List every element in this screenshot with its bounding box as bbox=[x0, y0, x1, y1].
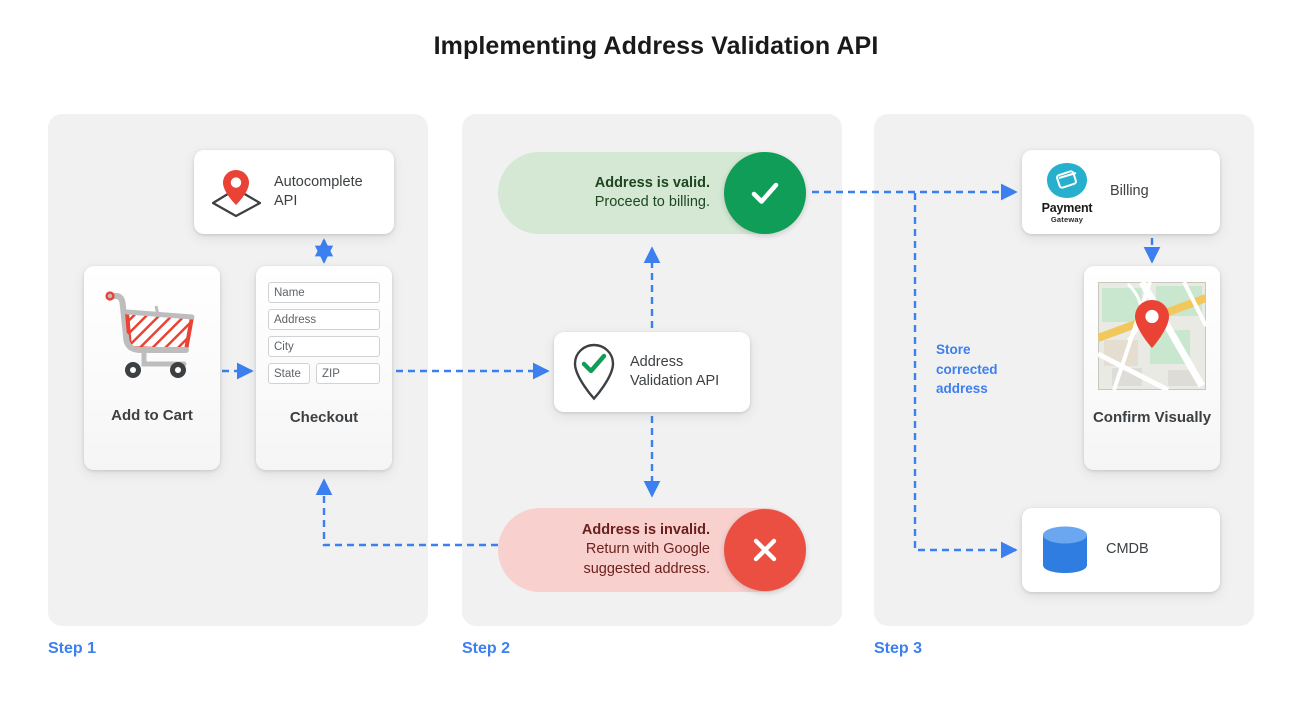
shopping-cart-icon bbox=[100, 284, 204, 380]
address-field[interactable]: Address bbox=[268, 309, 380, 330]
name-field[interactable]: Name bbox=[268, 282, 380, 303]
check-icon bbox=[724, 152, 806, 234]
confirm-visually-label: Confirm Visually bbox=[1092, 409, 1212, 427]
address-valid-pill: Address is valid. Proceed to billing. bbox=[498, 152, 806, 234]
address-validation-api-card[interactable]: Address Validation API bbox=[554, 332, 750, 412]
address-valid-title: Address is valid. bbox=[594, 174, 710, 191]
step-3-label: Step 3 bbox=[874, 640, 923, 657]
pin-check-icon bbox=[568, 341, 620, 403]
payment-gateway-word: Payment bbox=[1041, 201, 1093, 215]
address-invalid-line3: suggested address. bbox=[583, 560, 710, 577]
billing-label: Billing bbox=[1110, 183, 1149, 200]
address-validation-api-label: Address Validation API bbox=[630, 353, 720, 389]
billing-card[interactable]: Payment Gateway Billing bbox=[1022, 150, 1220, 234]
add-to-cart-label: Add to Cart bbox=[111, 407, 193, 425]
step-1-label: Step 1 bbox=[48, 640, 97, 657]
map-pin-diamond-icon bbox=[208, 165, 264, 219]
autocomplete-api-card[interactable]: Autocomplete API bbox=[194, 150, 394, 234]
map-thumbnail-icon bbox=[1098, 282, 1206, 390]
address-invalid-text: Address is invalid. Return with Google s… bbox=[582, 521, 724, 579]
confirm-visually-card[interactable]: Confirm Visually bbox=[1084, 266, 1220, 470]
address-valid-subtitle: Proceed to billing. bbox=[594, 194, 710, 210]
add-to-cart-card[interactable]: Add to Cart bbox=[84, 266, 220, 470]
step-2-label: Step 2 bbox=[462, 640, 511, 657]
checkout-form: Name Address City State ZIP bbox=[268, 282, 380, 384]
address-invalid-pill: Address is invalid. Return with Google s… bbox=[498, 508, 806, 592]
database-icon bbox=[1038, 524, 1092, 576]
zip-field[interactable]: ZIP bbox=[316, 363, 380, 384]
state-field[interactable]: State bbox=[268, 363, 310, 384]
address-invalid-line2: Return with Google bbox=[585, 541, 710, 558]
cmdb-label: CMDB bbox=[1106, 541, 1149, 558]
city-field[interactable]: City bbox=[268, 336, 380, 357]
close-icon bbox=[724, 509, 806, 591]
autocomplete-api-label: Autocomplete API bbox=[274, 173, 363, 209]
state-zip-row: State ZIP bbox=[268, 363, 380, 384]
payment-gateway-icon: Payment Gateway bbox=[1034, 161, 1100, 223]
store-corrected-address-annotation: Store corrected address bbox=[936, 342, 998, 397]
payment-gateway-sub: Gateway bbox=[1050, 214, 1084, 224]
address-valid-text: Address is valid. Proceed to billing. bbox=[595, 174, 724, 213]
address-invalid-title: Address is invalid. bbox=[581, 522, 710, 539]
checkout-label: Checkout bbox=[289, 409, 359, 427]
cmdb-card[interactable]: CMDB bbox=[1022, 508, 1220, 592]
checkout-card[interactable]: Name Address City State ZIP Checkout bbox=[256, 266, 392, 470]
page-title: Implementing Address Validation API bbox=[433, 32, 879, 60]
